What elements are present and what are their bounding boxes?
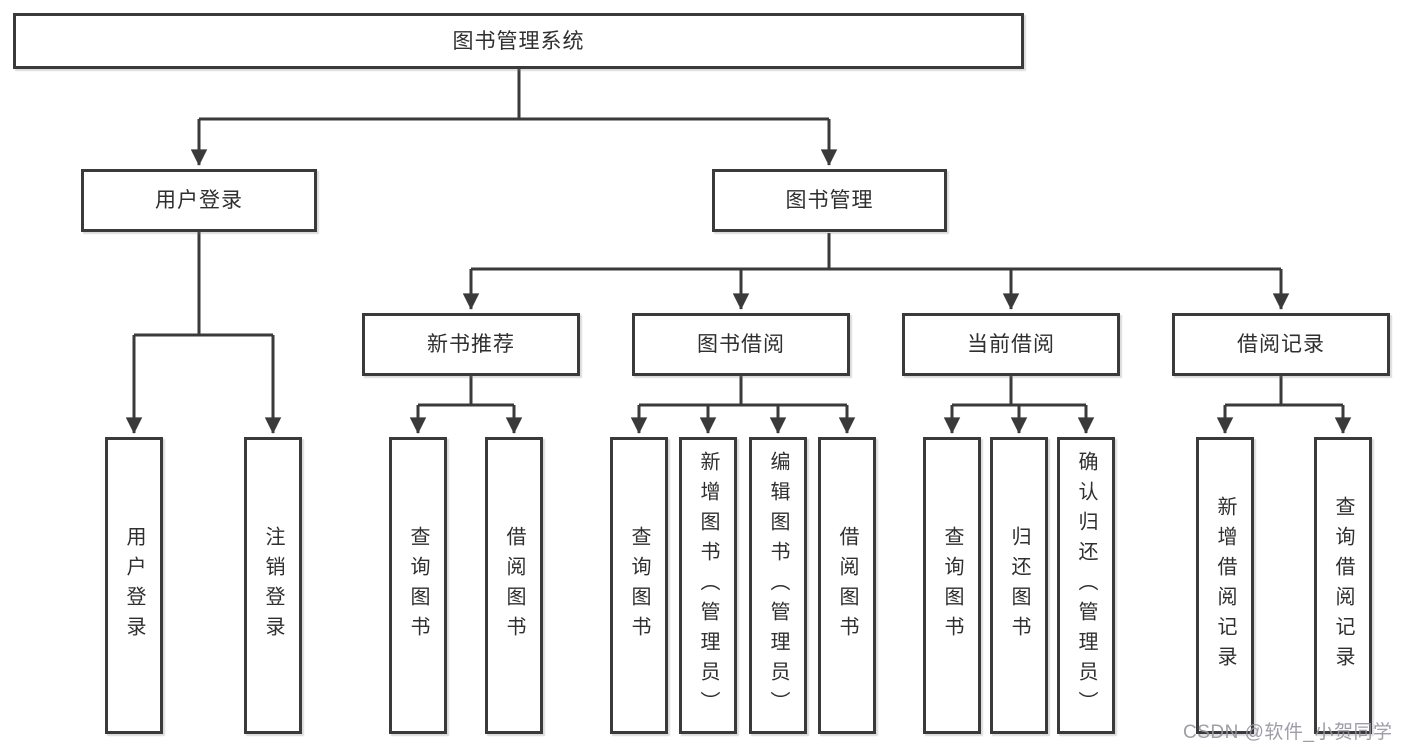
leaf-borrow-add-book-label: 新增图书（管理员）: [697, 450, 719, 721]
leaf-borrow-query-book: 查询图书: [610, 437, 668, 734]
leaf-current-query-book-label: 查询图书: [941, 525, 963, 646]
leaf-logout-label: 注销登录: [262, 525, 284, 646]
node-new-book-recommend: 新书推荐: [362, 313, 580, 376]
leaf-current-query-book: 查询图书: [923, 437, 981, 734]
node-borrow-records-label: 借阅记录: [1237, 333, 1325, 356]
leaf-recommend-borrow-book: 借阅图书: [485, 437, 543, 734]
leaf-recommend-query-book: 查询图书: [389, 437, 447, 734]
node-book-management-label: 图书管理: [785, 189, 874, 212]
node-current-borrow: 当前借阅: [902, 313, 1120, 376]
node-book-management: 图书管理: [712, 169, 947, 232]
leaf-recommend-borrow-book-label: 借阅图书: [503, 525, 525, 646]
leaf-records-add-record-label: 新增借阅记录: [1214, 495, 1236, 676]
leaf-recommend-query-book-label: 查询图书: [407, 525, 429, 646]
leaf-borrow-query-book-label: 查询图书: [628, 525, 650, 646]
leaf-borrow-edit-book: 编辑图书（管理员）: [749, 437, 807, 734]
node-root-system: 图书管理系统: [13, 13, 1024, 69]
node-book-borrow-label: 图书借阅: [697, 333, 785, 356]
leaf-current-confirm-return-label: 确认归还（管理员）: [1075, 450, 1097, 721]
node-user-login: 用户登录: [81, 169, 317, 232]
node-root-system-label: 图书管理系统: [452, 29, 585, 53]
leaf-borrow-borrow-book: 借阅图书: [818, 437, 876, 734]
leaf-user-login: 用户登录: [105, 437, 163, 734]
csdn-watermark: CSDN @软件_小贺同学: [1183, 722, 1393, 743]
leaf-records-query-record: 查询借阅记录: [1314, 437, 1372, 734]
node-user-login-label: 用户登录: [155, 189, 243, 212]
node-new-book-recommend-label: 新书推荐: [427, 333, 515, 356]
leaf-current-confirm-return: 确认归还（管理员）: [1057, 437, 1115, 734]
leaf-current-return-book-label: 归还图书: [1008, 525, 1030, 646]
leaf-current-return-book: 归还图书: [990, 437, 1048, 734]
node-book-borrow: 图书借阅: [632, 313, 850, 376]
node-current-borrow-label: 当前借阅: [967, 333, 1055, 356]
leaf-records-query-record-label: 查询借阅记录: [1332, 495, 1354, 676]
leaf-logout: 注销登录: [244, 437, 302, 734]
leaf-user-login-label: 用户登录: [123, 525, 145, 646]
leaf-borrow-borrow-book-label: 借阅图书: [836, 525, 858, 646]
leaf-borrow-edit-book-label: 编辑图书（管理员）: [767, 450, 789, 721]
leaf-borrow-add-book: 新增图书（管理员）: [679, 437, 737, 734]
leaf-records-add-record: 新增借阅记录: [1196, 437, 1254, 734]
node-borrow-records: 借阅记录: [1172, 313, 1390, 376]
